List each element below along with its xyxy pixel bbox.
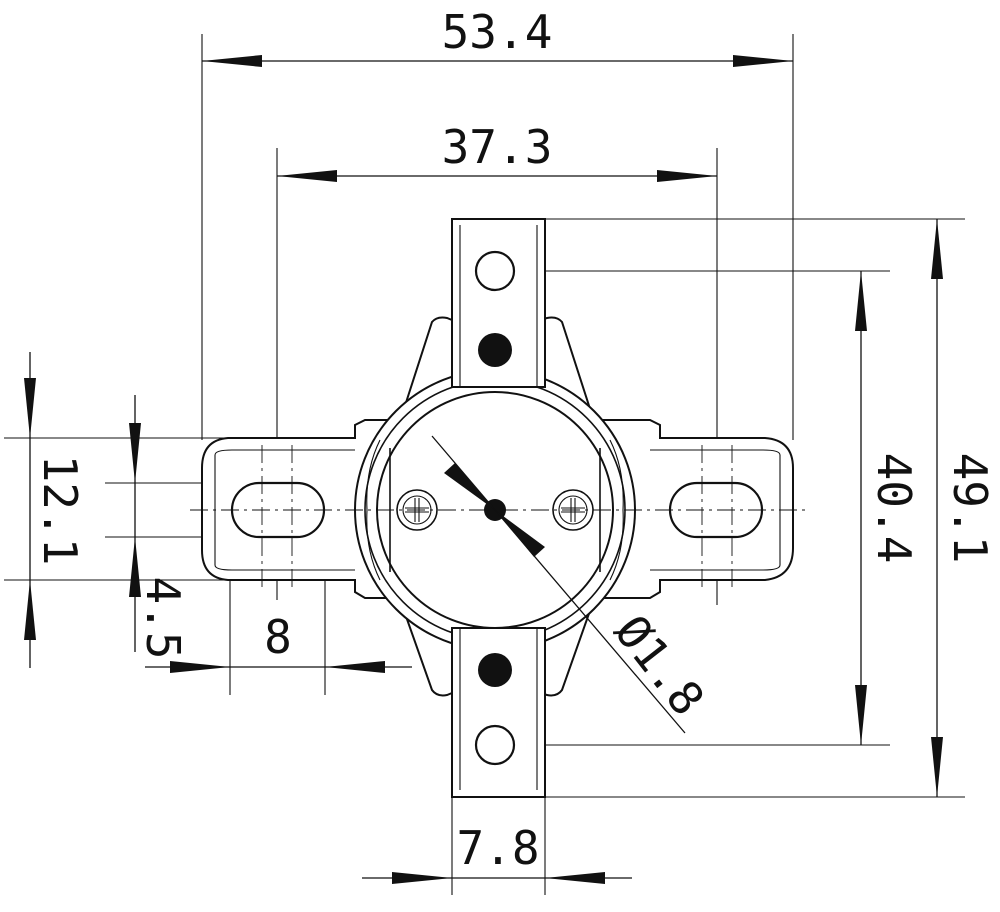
rivet-top	[478, 333, 512, 367]
terminal-hole-bottom	[474, 724, 516, 766]
dim-overall-height: 49.1	[943, 453, 997, 564]
thermostat-body	[201, 218, 794, 798]
rivet-bottom	[478, 653, 512, 687]
dimension-lines	[24, 55, 943, 884]
dim-slot-width: 4.5	[136, 576, 190, 659]
terminal-bottom	[451, 627, 546, 798]
dim-terminal-width: 7.8	[456, 821, 539, 875]
terminal-hole-top	[474, 250, 516, 292]
dim-overall-width: 53.4	[442, 5, 553, 59]
dim-cap-diameter: Ø1.8	[604, 605, 715, 726]
dim-hole-center-distance: 40.4	[867, 453, 921, 564]
dim-flange-height: 12.1	[33, 455, 87, 566]
dim-slot-length: 8	[264, 610, 292, 664]
dim-slot-center-distance: 37.3	[442, 120, 553, 174]
center-lines	[190, 445, 805, 590]
